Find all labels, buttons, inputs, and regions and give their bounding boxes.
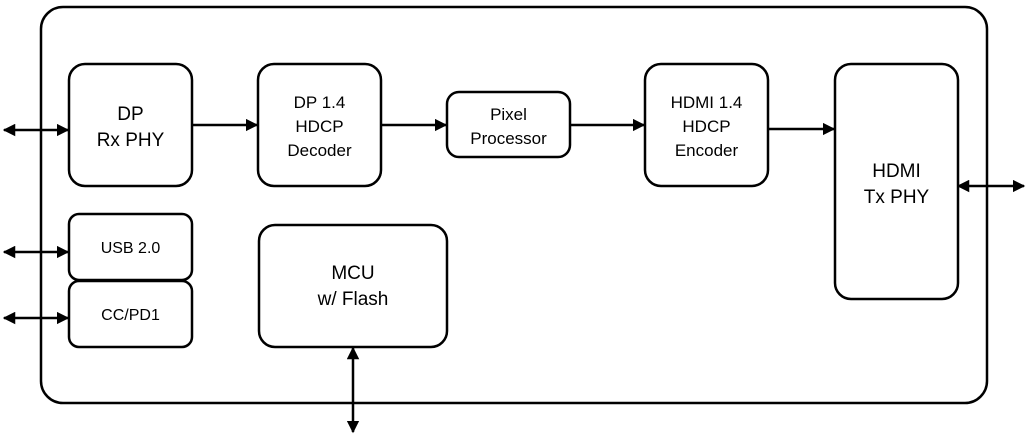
dp-decoder-label-line-1: DP 1.4 bbox=[294, 93, 346, 112]
cc-pd-block: CC/PD1 bbox=[67, 279, 194, 349]
mcu-label-line-2: w/ Flash bbox=[317, 289, 389, 310]
pixel-processor-label-line-1: Pixel bbox=[490, 105, 527, 124]
dp-decoder-label-line-3: Decoder bbox=[287, 141, 352, 160]
dp-hdcp-decoder-block: DP 1.4 HDCP Decoder bbox=[256, 62, 383, 188]
hdmi-tx-phy-block: HDMI Tx PHY bbox=[833, 62, 960, 301]
pixel-processor-label-line-2: Processor bbox=[470, 129, 547, 148]
hdmi-encoder-label-line-3: Encoder bbox=[675, 141, 739, 160]
dp-decoder-label-line-2: HDCP bbox=[295, 117, 343, 136]
hdmi-encoder-label-line-1: HDMI 1.4 bbox=[671, 93, 743, 112]
mcu-block: MCU w/ Flash bbox=[257, 223, 449, 349]
hdmi-hdcp-encoder-block: HDMI 1.4 HDCP Encoder bbox=[643, 62, 770, 188]
hdmi-encoder-label-line-2: HDCP bbox=[682, 117, 730, 136]
hdmi-tx-phy-label-line-1: HDMI bbox=[872, 161, 921, 182]
dp-rx-phy-block: DP Rx PHY bbox=[67, 62, 194, 188]
usb-label: USB 2.0 bbox=[101, 240, 161, 257]
dp-rx-phy-label-line-2: Rx PHY bbox=[97, 130, 165, 151]
usb-block: USB 2.0 bbox=[67, 212, 194, 282]
cc-pd-label: CC/PD1 bbox=[101, 307, 160, 324]
mcu-label-line-1: MCU bbox=[331, 263, 374, 284]
hdmi-tx-phy-label-line-2: Tx PHY bbox=[864, 187, 930, 208]
pixel-processor-block: Pixel Processor bbox=[445, 90, 572, 159]
dp-rx-phy-label-line-1: DP bbox=[117, 104, 143, 125]
